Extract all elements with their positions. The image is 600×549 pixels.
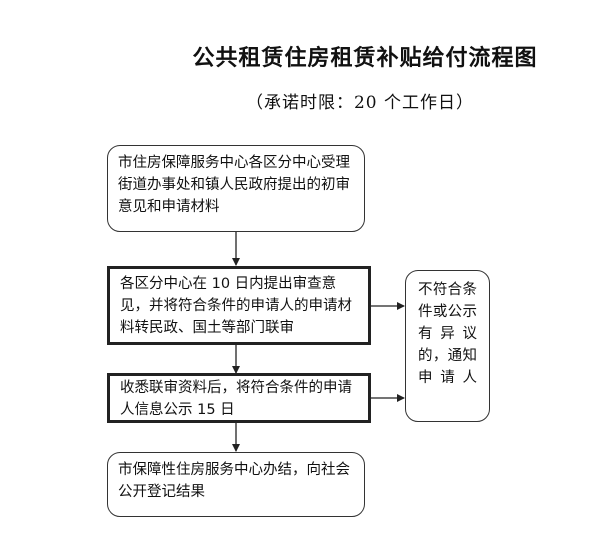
step-3-box: 收悉联审资料后，将符合条件的申请人信息公示 15 日 xyxy=(107,373,371,423)
page-subtitle: （承诺时限：20 个工作日） xyxy=(245,93,475,113)
step-1-box: 市住房保障服务中心各区分中心受理街道办事处和镇人民政府提出的初审意见和申请材料 xyxy=(107,145,365,232)
side-note-box: 不符合条件或公示有异议的，通知申请人 xyxy=(405,270,490,422)
side-note-text: 不符合条件或公示有异议的，通知申请人 xyxy=(418,282,477,386)
step-4-box: 市保障性住房服务中心办结，向社会公开登记结果 xyxy=(107,452,365,517)
step-2-text: 各区分中心在 10 日内提出审查意见，并将符合条件的申请人的申请材料转民政、国土… xyxy=(120,276,352,336)
page-title: 公共租赁住房租赁补贴给付流程图 xyxy=(192,45,538,71)
step-2-box: 各区分中心在 10 日内提出审查意见，并将符合条件的申请人的申请材料转民政、国土… xyxy=(107,266,371,345)
step-4-text: 市保障性住房服务中心办结，向社会公开登记结果 xyxy=(118,462,350,500)
step-1-text: 市住房保障服务中心各区分中心受理街道办事处和镇人民政府提出的初审意见和申请材料 xyxy=(118,155,350,215)
step-3-text: 收悉联审资料后，将符合条件的申请人信息公示 15 日 xyxy=(120,380,352,418)
